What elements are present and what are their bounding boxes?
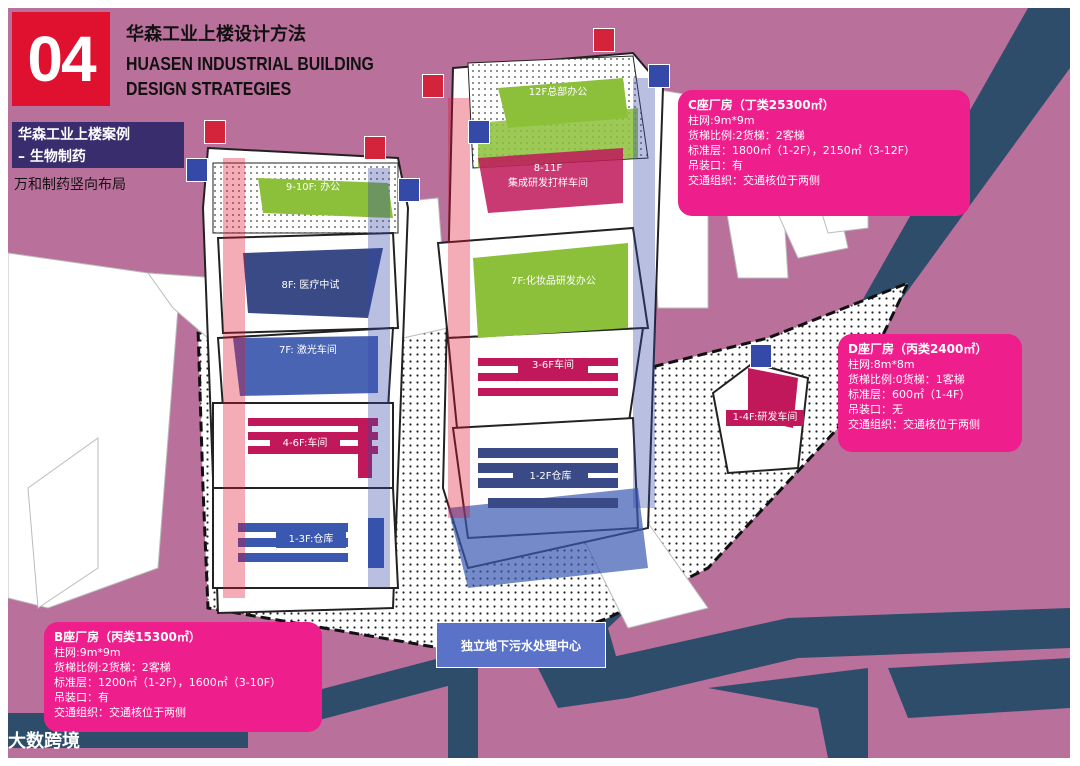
callout-floor-area: 标准层：1200㎡（1-2F），1600㎡（3-10F） — [54, 675, 312, 690]
callout-hoist: 吊装口：有 — [688, 158, 960, 173]
callout-traffic: 交通组织：交通核位于两侧 — [688, 173, 960, 188]
callout-title: C座厂房（丁类25300㎡） — [688, 98, 960, 113]
c-floor-label: 8-11F — [513, 161, 583, 177]
callout-floor-area: 标准层：600㎡（1-4F） — [848, 387, 1012, 402]
b-floor-label: 4-6F:车间 — [270, 436, 340, 452]
c-floor-label: 3-6F车间 — [518, 358, 588, 374]
c-floor-label: 1-2F仓库 — [513, 469, 588, 485]
freight-lift-icon — [398, 178, 420, 202]
d-floor-label: 1-4F:研发车间 — [726, 410, 804, 426]
callout-elevators: 货梯比例:2货梯：2客梯 — [688, 128, 960, 143]
content-frame: 04 华森工业上楼设计方法 HUASEN INDUSTRIAL BUILDING… — [8, 8, 1070, 758]
elevator-icon — [364, 136, 386, 160]
page-title: 华森工业上楼设计方法 — [126, 20, 306, 46]
callout-elevators: 货梯比例:0货梯：1客梯 — [848, 372, 1012, 387]
b-floor-label: 9-10F: 办公 — [258, 180, 368, 196]
title-en-line1: HUASEN INDUSTRIAL BUILDING — [126, 52, 374, 77]
callout-hoist: 吊装口：无 — [848, 402, 1012, 417]
b-building-callout: B座厂房（丙类15300㎡） 柱网:9m*9m 货梯比例:2货梯：2客梯 标准层… — [44, 622, 322, 732]
callout-floor-area: 标准层：1800㎡（1-2F），2150㎡（3-12F） — [688, 143, 960, 158]
b-floor-label: 1-3F:仓库 — [276, 532, 346, 548]
callout-hoist: 吊装口：有 — [54, 690, 312, 705]
title-en-line2: DESIGN STRATEGIES — [126, 77, 374, 102]
callout-title: B座厂房（丙类15300㎡） — [54, 630, 312, 645]
freight-lift-icon — [750, 344, 772, 368]
case-label: 华森工业上楼案例 – 生物制药 — [12, 122, 184, 168]
elevator-icon — [593, 28, 615, 52]
case-line2: – 生物制药 — [18, 146, 184, 168]
c-floor-label: 12F总部办公 — [508, 85, 608, 101]
case-line1: 华森工业上楼案例 — [18, 124, 184, 146]
page-title-en: HUASEN INDUSTRIAL BUILDING DESIGN STRATE… — [126, 52, 374, 102]
section-number: 04 — [12, 12, 110, 106]
elevator-icon — [422, 74, 444, 98]
callout-traffic: 交通组织：交通核位于两侧 — [54, 705, 312, 720]
b-floor-label: 7F: 激光车间 — [268, 343, 348, 359]
wastewater-center-label: 独立地下污水处理中心 — [436, 622, 606, 668]
callout-title: D座厂房（丙类2400㎡） — [848, 342, 1012, 357]
b-floor-label: 8F: 医疗中试 — [263, 278, 358, 294]
c-building-callout: C座厂房（丁类25300㎡） 柱网:9m*9m 货梯比例:2货梯：2客梯 标准层… — [678, 90, 970, 216]
c-floor-label: 集成研发打样车间 — [498, 176, 598, 192]
case-subtitle: 万和制药竖向布局 — [14, 174, 126, 194]
freight-lift-icon — [648, 64, 670, 88]
d-building-callout: D座厂房（丙类2400㎡） 柱网:8m*8m 货梯比例:0货梯：1客梯 标准层：… — [838, 334, 1022, 452]
callout-grid: 柱网:9m*9m — [688, 113, 960, 128]
watermark: 大数跨境 — [8, 727, 80, 753]
callout-grid: 柱网:9m*9m — [54, 645, 312, 660]
callout-traffic: 交通组织：交通核位于两侧 — [848, 417, 1012, 432]
freight-lift-icon — [468, 120, 490, 144]
c-floor-label: 7F:化妆品研发办公 — [496, 274, 611, 290]
callout-grid: 柱网:8m*8m — [848, 357, 1012, 372]
freight-lift-icon — [186, 158, 208, 182]
callout-elevators: 货梯比例:2货梯：2客梯 — [54, 660, 312, 675]
elevator-icon — [204, 120, 226, 144]
